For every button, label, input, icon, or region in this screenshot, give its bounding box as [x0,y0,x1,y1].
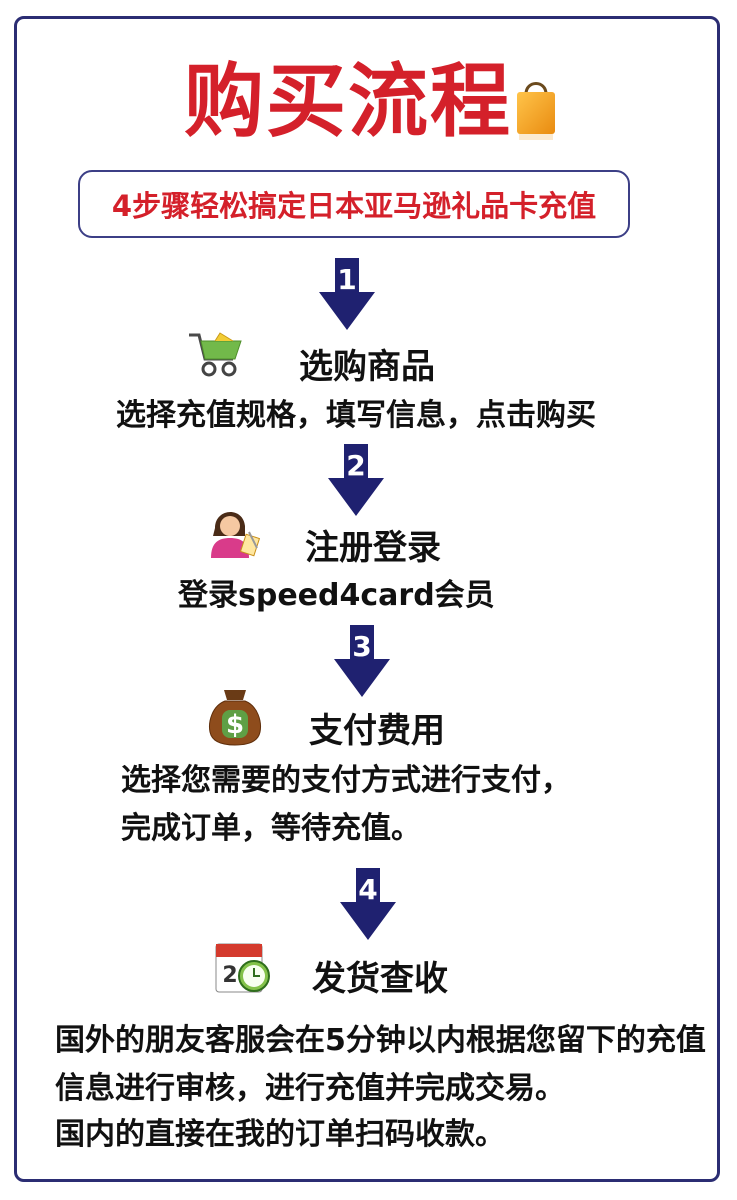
step-3-arrow: 3 [332,625,392,699]
step-4-desc-line-2: 信息进行审核，进行充值并完成交易。 [55,1071,565,1106]
shopping-cart-icon [189,332,242,377]
subtitle: 4步骤轻松搞定日本亚马逊礼品卡充值 [111,189,597,223]
step-1-title: 选购商品 [299,347,435,387]
user-register-icon [211,511,261,558]
down-arrow-icon [319,258,375,330]
down-arrow-icon [328,444,384,516]
step-2-desc-line-1: 登录speed4card会员 [178,578,495,613]
money-bag-icon: $ [209,690,261,746]
step-4-desc-line-1: 国外的朋友客服会在5分钟以内根据您留下的充值 [55,1023,706,1058]
svg-text:2: 2 [222,963,237,988]
step-3-number: 3 [352,630,372,663]
svg-text:$: $ [226,710,244,740]
page-title: 购买流程 [184,55,512,148]
subtitle-box: 4步骤轻松搞定日本亚马逊礼品卡充值 [78,170,630,238]
step-1-desc-line-1: 选择充值规格，填写信息，点击购买 [116,398,596,433]
step-4-title: 发货查收 [312,959,448,999]
shopping-bag-icon [517,82,555,140]
step-1-number: 1 [337,263,357,296]
step-1-arrow: 1 [317,258,377,332]
calendar-clock-icon: 2 [215,943,270,993]
step-2-title: 注册登录 [305,528,441,568]
step-3-desc-line-1: 选择您需要的支付方式进行支付， [121,763,571,798]
step-4-arrow: 4 [338,868,398,942]
step-2-number: 2 [346,449,366,482]
step-4-desc-line-3: 国内的直接在我的订单扫码收款。 [55,1117,505,1152]
down-arrow-icon [340,868,396,940]
step-3-title: 支付费用 [309,711,445,751]
step-4-number: 4 [358,873,378,906]
down-arrow-icon [334,625,390,697]
step-3-desc-line-2: 完成订单，等待充值。 [121,811,421,846]
step-2-arrow: 2 [326,444,386,518]
